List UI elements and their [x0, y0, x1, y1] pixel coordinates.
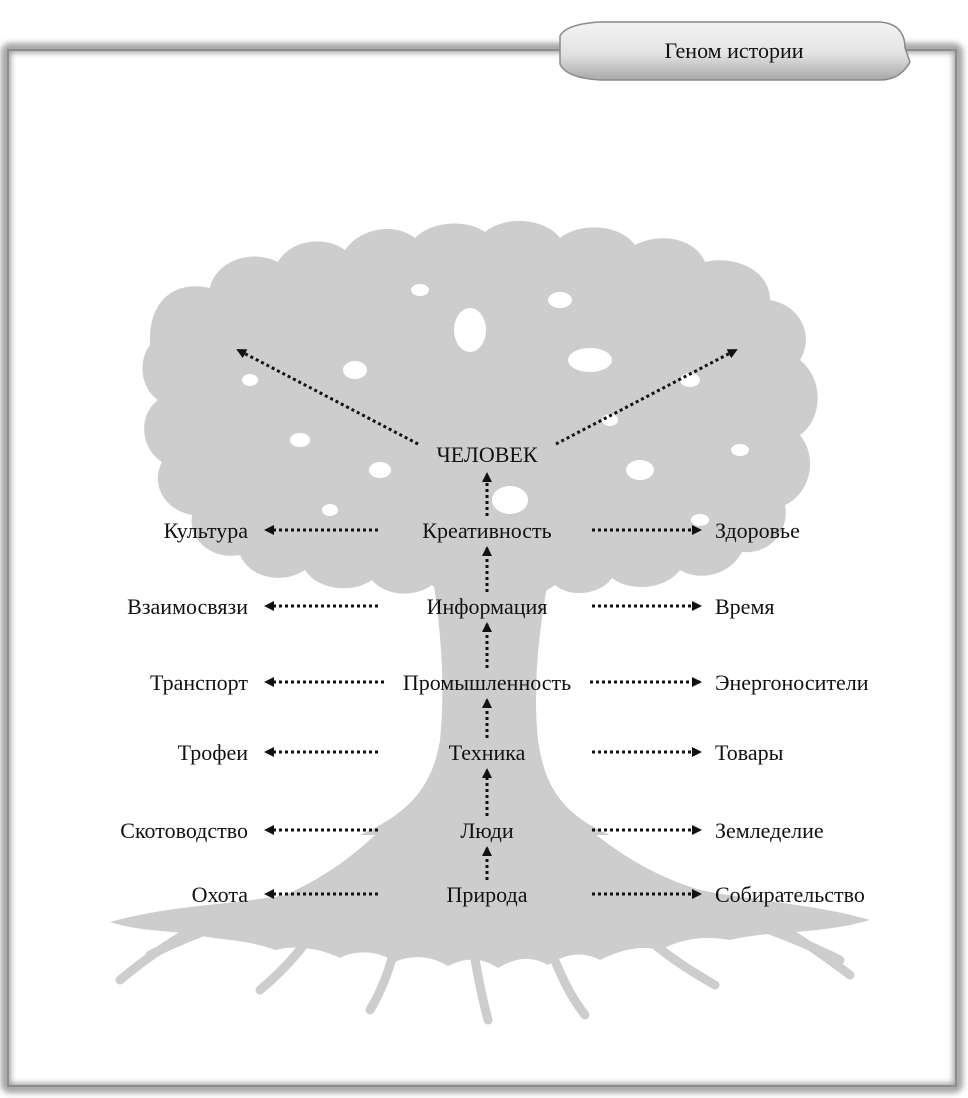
node-chelovek: ЧЕЛОВЕК: [436, 442, 537, 467]
left-node-2: Взаимосвязи: [127, 594, 248, 619]
left-node-1: Культура: [164, 518, 249, 543]
center-node-5: Люди: [460, 818, 513, 843]
arrows-layer: [236, 348, 738, 899]
outer-frame: [1, 43, 963, 1093]
center-node-1: Креативность: [422, 518, 551, 543]
header-tab: Геном истории: [559, 21, 911, 81]
right-node-3: Энергоносители: [715, 670, 869, 695]
tab-title: Геном истории: [665, 38, 804, 63]
left-node-6: Охота: [192, 882, 249, 907]
right-node-1: Здоровье: [715, 518, 800, 543]
labels-layer: ЧЕЛОВЕК Креативность Культура ЗдоровьеИнфор…: [120, 442, 868, 907]
left-node-3: Транспорт: [150, 670, 248, 695]
tree-roots: [110, 830, 870, 968]
center-node-3: Промышленность: [403, 670, 571, 695]
tree-trunk: [360, 560, 610, 835]
right-node-6: Собирательство: [715, 882, 865, 907]
arrow-top-left: [236, 348, 419, 446]
arrow-top-right: [555, 348, 738, 446]
right-node-4: Товары: [715, 740, 784, 765]
left-node-5: Скотоводство: [120, 818, 248, 843]
right-node-2: Время: [715, 594, 774, 619]
center-node-2: Информация: [427, 594, 548, 619]
tree-silhouette: [110, 220, 870, 1025]
center-node-4: Техника: [449, 740, 526, 765]
right-node-5: Земледелие: [715, 818, 824, 843]
tree-canopy: [142, 220, 818, 597]
canopy-gaps: [242, 284, 749, 526]
root-strands: [115, 895, 855, 1025]
left-node-4: Трофеи: [178, 740, 249, 765]
center-node-6: Природа: [447, 882, 528, 907]
